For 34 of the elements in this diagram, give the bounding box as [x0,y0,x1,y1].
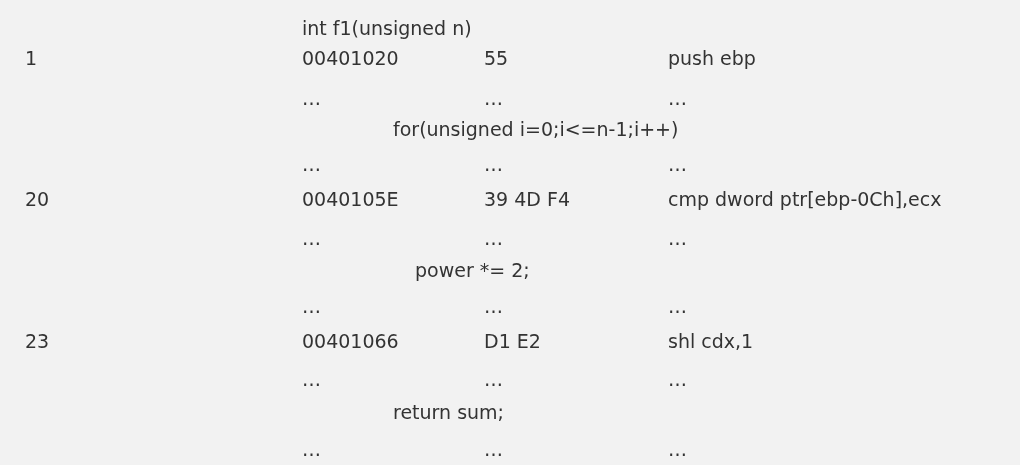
address: 0040105E [302,187,399,211]
assembly-instruction: shl cdx,1 [668,329,754,353]
ellipsis: … [302,367,321,391]
address: 00401020 [302,46,399,70]
ellipsis: … [668,294,687,318]
opcode-bytes: 55 [484,46,509,70]
line-number: 1 [25,46,38,70]
ellipsis: … [302,294,321,318]
ellipsis: … [668,437,687,461]
ellipsis: … [668,86,687,110]
address: 00401066 [302,329,399,353]
ellipsis: … [302,152,321,176]
opcode-bytes: D1 E2 [484,329,541,353]
ellipsis: … [484,367,503,391]
ellipsis: … [484,86,503,110]
code-line: for(unsigned i=0;i<=n-1;i++) [393,117,679,141]
ellipsis: … [668,367,687,391]
code-line: power *= 2; [415,258,530,282]
ellipsis: … [668,226,687,250]
ellipsis: … [668,152,687,176]
line-number: 23 [25,329,50,353]
assembly-instruction: cmp dword ptr[ebp-0Ch],ecx [668,187,942,211]
opcode-bytes: 39 4D F4 [484,187,570,211]
ellipsis: … [484,437,503,461]
ellipsis: … [484,226,503,250]
code-line: int f1(unsigned n) [302,16,472,40]
line-number: 20 [25,187,50,211]
ellipsis: … [484,294,503,318]
assembly-instruction: push ebp [668,46,756,70]
ellipsis: … [302,437,321,461]
ellipsis: … [302,226,321,250]
ellipsis: … [484,152,503,176]
code-line: return sum; [393,400,504,424]
ellipsis: … [302,86,321,110]
